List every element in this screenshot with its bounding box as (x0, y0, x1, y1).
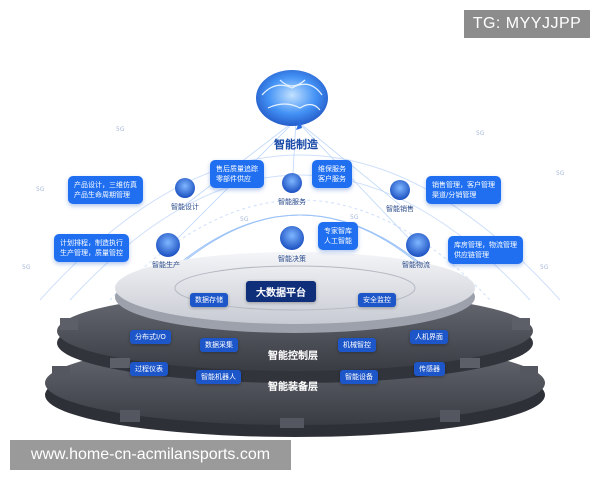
callout-line: 产品生命周期管理 (74, 191, 130, 199)
5g-badge: 5G (556, 170, 565, 177)
5g-badge: 5G (116, 126, 125, 133)
callout-line: 专家智库 (324, 227, 352, 235)
callout-production: 计划排程，制造执行 生产管理，质量管控 (54, 234, 129, 262)
control-layer-title: 智能控制层 (268, 351, 318, 362)
callout-line: 供应链管理 (454, 251, 489, 259)
callout-line: 库房管理，物流管理 (454, 241, 517, 249)
callout-line: 计划排程，制造执行 (60, 239, 123, 247)
callout-decision: 专家智库 人工智能 (318, 222, 358, 250)
equipment-chip: 智能设备 (340, 370, 378, 384)
node-label-design: 智能设计 (171, 203, 199, 211)
equipment-chip: 智能机器人 (196, 370, 241, 384)
platform-title: 大数据平台 (246, 281, 316, 302)
control-chip: 数据采集 (200, 338, 238, 352)
callout-line: 客户服务 (318, 175, 346, 183)
equipment-chip: 过程仪表 (130, 362, 168, 376)
control-chip: 人机界面 (410, 330, 448, 344)
callout-line: 售后质量追踪 (216, 165, 258, 173)
watermark-bottom-left: www.home-cn-acmilansports.com (10, 440, 291, 470)
node-label-decision: 智能决策 (278, 255, 306, 263)
watermark-top-right: TG: MYYJJPP (464, 10, 590, 38)
equipment-layer-title: 智能装备层 (268, 382, 318, 393)
callout-sales: 销售管理，客户管理 渠道/分销管理 (426, 176, 501, 204)
callout-line: 生产管理，质量管控 (60, 249, 123, 257)
5g-badge: 5G (540, 264, 549, 271)
callout-line: 渠道/分销管理 (432, 191, 477, 199)
5g-badge: 5G (22, 264, 31, 271)
5g-badge: 5G (350, 214, 359, 221)
platform-security-tag: 安全监控 (358, 293, 396, 307)
callout-service-customer: 维保服务 客户服务 (312, 160, 352, 188)
callout-line: 人工智能 (324, 237, 352, 245)
node-label-sales: 智能销售 (386, 205, 414, 213)
5g-badge: 5G (36, 186, 45, 193)
platform-storage-tag: 数据存储 (190, 293, 228, 307)
control-chip: 分布式I/O (130, 330, 171, 344)
brain-icon (256, 70, 328, 130)
node-label-logistics: 智能物流 (402, 261, 430, 269)
5g-badge: 5G (476, 130, 485, 137)
callout-line: 产品设计，三维仿真 (74, 181, 137, 189)
callout-line: 维保服务 (318, 165, 346, 173)
center-title: 智能制造 (274, 137, 319, 151)
callout-line: 零部件供应 (216, 175, 251, 183)
callout-logistics: 库房管理，物流管理 供应链管理 (448, 236, 523, 264)
callout-line: 销售管理，客户管理 (432, 181, 495, 189)
control-chip: 机械智控 (338, 338, 376, 352)
callout-design: 产品设计，三维仿真 产品生命周期管理 (68, 176, 143, 204)
equipment-chip: 传感器 (414, 362, 445, 376)
callout-service-quality: 售后质量追踪 零部件供应 (210, 160, 264, 188)
node-label-service: 智能服务 (278, 198, 306, 206)
5g-badge: 5G (240, 216, 249, 223)
node-discs (156, 173, 430, 257)
node-label-production: 智能生产 (152, 261, 180, 269)
